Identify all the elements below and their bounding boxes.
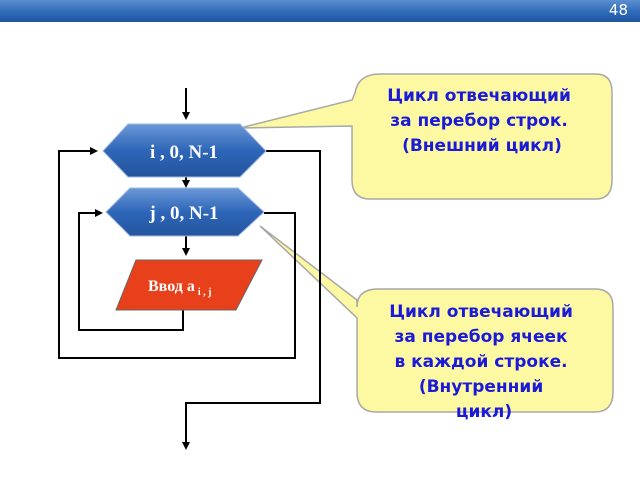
input-parallelogram <box>115 259 263 311</box>
outer-return-arrow <box>58 147 296 359</box>
outer-loop-hexagon <box>102 123 267 178</box>
slide-number: 48 <box>608 1 628 19</box>
callout-inner-loop: Цикл отвечающий за перебор ячеек в каждо… <box>259 225 614 422</box>
callout-outer-bubble <box>239 73 613 200</box>
inner-loop-hexagon <box>105 187 265 237</box>
flow-lines <box>58 88 321 450</box>
callout-outer-loop: Цикл отвечающий за перебор строк. (Внешн… <box>239 73 613 200</box>
callout-inner-line: (Внутренний <box>419 377 543 397</box>
callout-inner-line: цикл) <box>456 402 512 422</box>
callout-outer-line: (Внешний цикл) <box>402 136 562 156</box>
input-label-subscript: i , j <box>198 287 212 298</box>
callout-inner-line: в каждой строке. <box>394 352 567 372</box>
callout-outer-text: Цикл отвечающий за перебор строк. (Внешн… <box>387 86 577 156</box>
title-bar: 48 <box>0 0 640 22</box>
inner-loop-label: j , 0, N-1 <box>148 203 218 224</box>
input-label-text: Ввод a <box>148 278 195 295</box>
outer-loop-block: i , 0, N-1 <box>102 123 267 178</box>
outer-loop-label: i , 0, N-1 <box>150 142 218 163</box>
inner-loop-block: j , 0, N-1 <box>105 187 265 237</box>
callout-outer-line: Цикл отвечающий <box>387 86 571 106</box>
outer-exit-arrow <box>182 150 321 450</box>
callout-inner-line: Цикл отвечающий <box>389 302 573 322</box>
callout-outer-line: за перебор строк. <box>390 111 568 131</box>
callout-inner-bubble <box>259 225 614 413</box>
callout-inner-line: за перебор ячеек <box>395 327 569 347</box>
inner-return-arrow <box>78 209 184 331</box>
callout-inner-text: Цикл отвечающий за перебор ячеек в каждо… <box>389 302 579 422</box>
